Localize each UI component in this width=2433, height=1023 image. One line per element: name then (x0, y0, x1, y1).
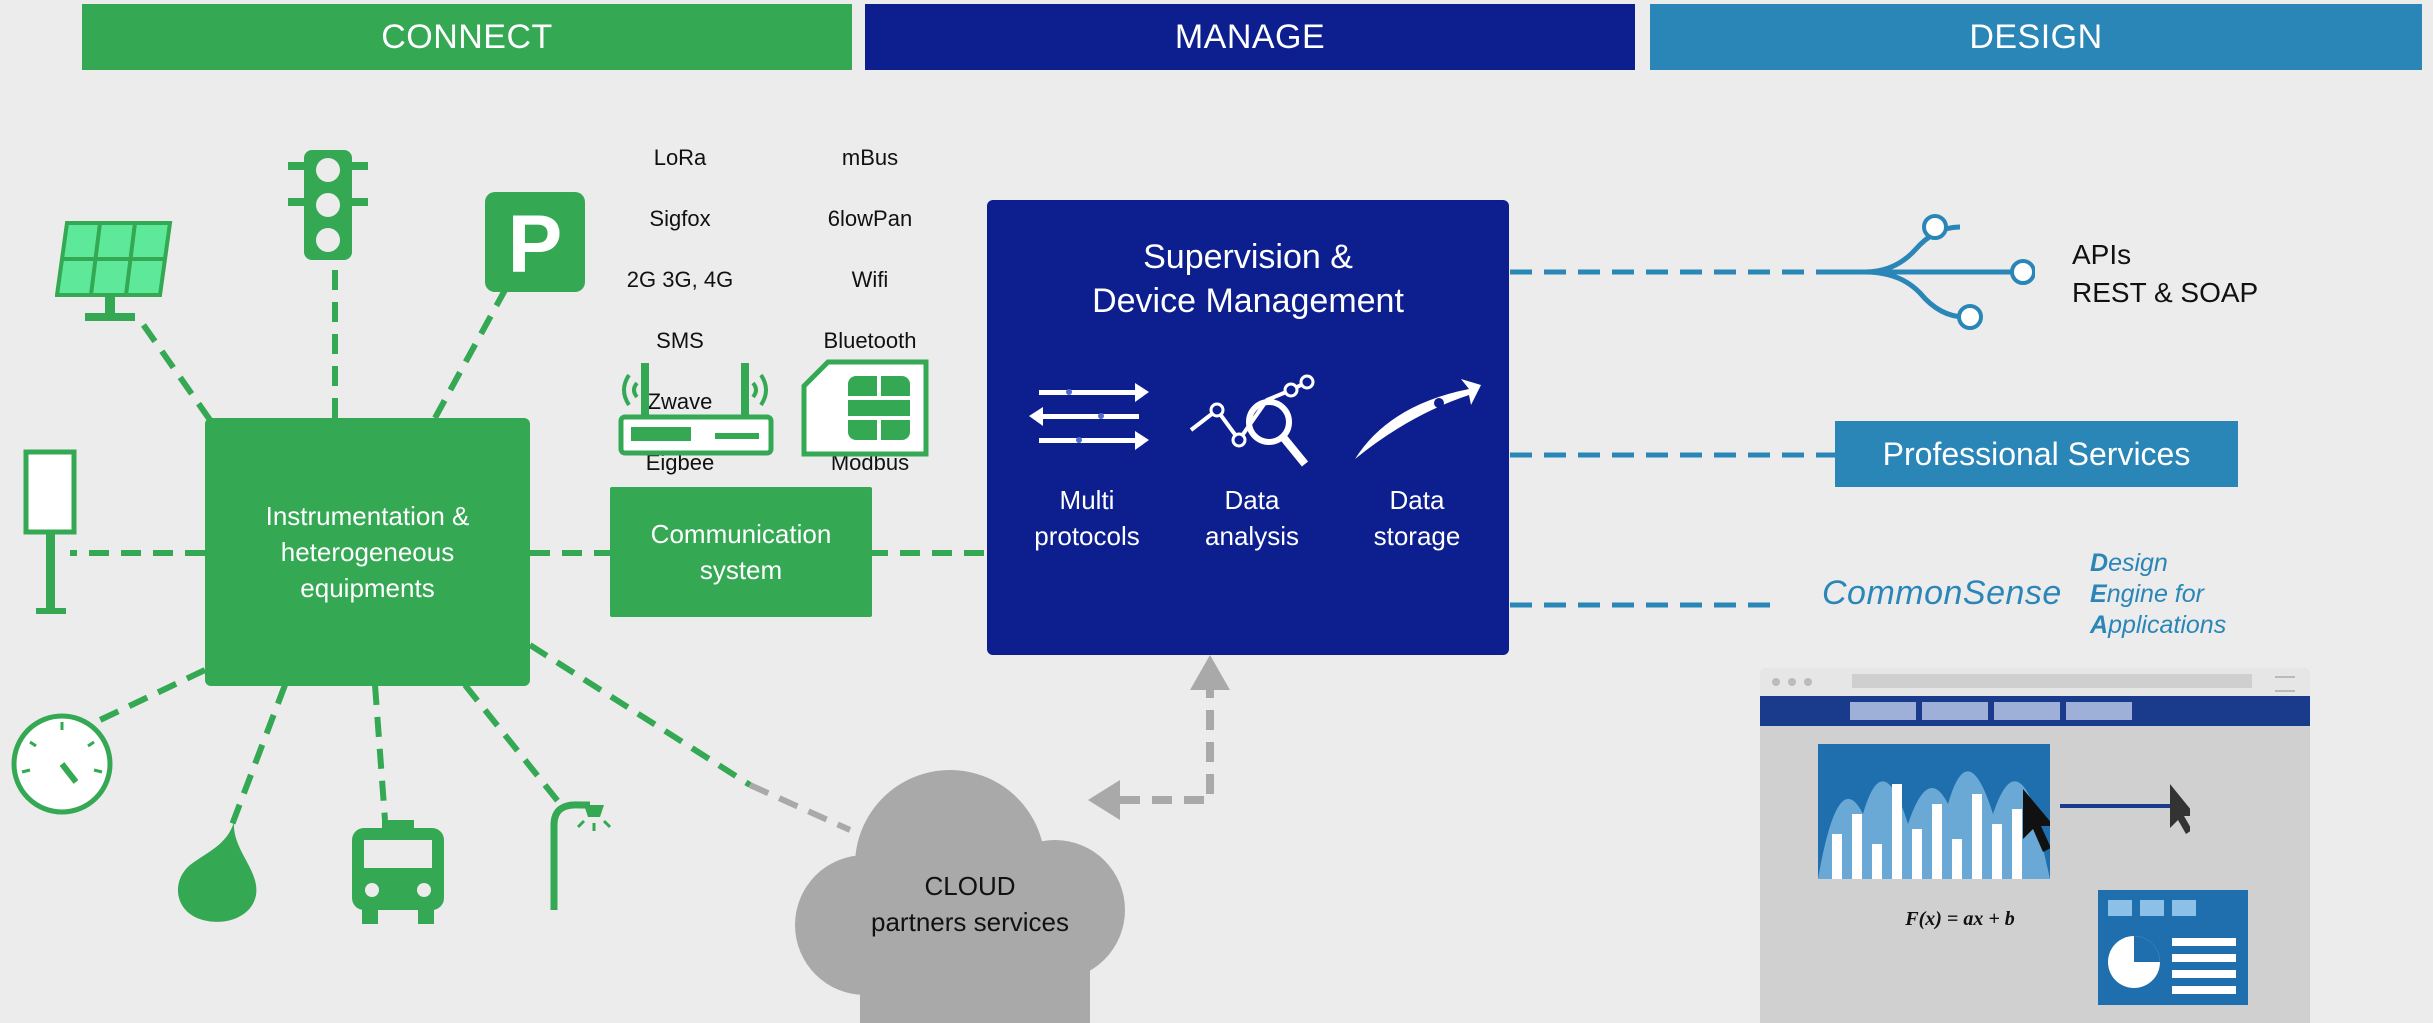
svg-text:P: P (508, 199, 563, 290)
sign-post-icon (23, 449, 77, 614)
browser-titlebar (1760, 668, 2310, 696)
protocol-item: Sigfox (649, 205, 711, 231)
menu-icon (2275, 676, 2295, 692)
commonsense-brand: CommonSense (1822, 574, 2062, 612)
tagline-initial: D (2090, 549, 2109, 577)
protocol-item: Zwave (647, 388, 713, 414)
protocol-item: mBus (841, 144, 899, 170)
magnifier-chart-icon (1189, 374, 1315, 467)
comet-icon (1355, 379, 1481, 459)
arrows-exchange-icon (1029, 383, 1149, 450)
feature-data-analysis: Data analysis (1205, 485, 1299, 551)
parking-icon: P (485, 192, 585, 292)
browser-navbar (1760, 696, 2310, 726)
commonsense-tagline: Design Engine for Applications (2090, 548, 2226, 641)
feature-data-storage: Data storage (1373, 485, 1461, 551)
browser-mockup: F(x) = ax + b (1760, 668, 2310, 1023)
address-bar (1852, 674, 2252, 688)
protocol-item: Wifi (851, 266, 889, 292)
instrumentation-box: Instrumentation & heterogeneous equipmen… (205, 418, 530, 686)
tagline-initial: E (2090, 580, 2107, 608)
header-design: DESIGN (1650, 4, 2422, 70)
street-lamp-icon (550, 801, 612, 910)
protocol-item: SMS (656, 327, 704, 353)
water-drop-icon (177, 822, 257, 922)
supervision-box: Supervision & Device Management Multi pr… (987, 200, 1509, 655)
professional-services-box: Professional Services (1835, 421, 2238, 487)
header-manage: MANAGE (865, 4, 1635, 70)
protocol-item: LoRa (653, 144, 707, 170)
formula-text: F(x) = ax + b (1905, 908, 2015, 930)
tagline-text: pplications (2108, 611, 2227, 639)
apis-subtitle: REST & SOAP (2072, 277, 2259, 308)
dashboard-icon (2098, 890, 2248, 1005)
tagline-text: ngine for (2106, 580, 2204, 608)
router-icon (618, 363, 774, 456)
cursor-arrow-icon (2060, 784, 2190, 834)
apis-title: APIs (2072, 239, 2132, 270)
traffic-light-icon (288, 150, 368, 260)
feature-multi-protocols: Multi protocols (1034, 485, 1140, 551)
apis-label: APIs REST & SOAP (2072, 236, 2258, 312)
cloud-icon (795, 770, 1125, 1023)
supervision-title: Supervision & Device Management (1092, 238, 1404, 320)
solar-panel-icon (55, 221, 173, 321)
tagline-initial: A (2090, 611, 2109, 639)
gauge-icon (11, 713, 113, 815)
bus-icon (352, 820, 444, 924)
sim-card-icon (801, 359, 929, 457)
header-connect: CONNECT (82, 4, 852, 70)
protocol-item: Bluetooth (823, 327, 917, 353)
protocol-item: 2G 3G, 4G (626, 266, 734, 292)
tagline-text: esign (2108, 549, 2168, 577)
communication-system-box: Communication system (610, 487, 872, 617)
api-branch-icon (1825, 214, 2035, 330)
protocol-item: 6lowPan (827, 205, 913, 231)
analytics-chart-icon (1818, 744, 2050, 879)
cloud-label: CLOUD partners services (871, 871, 1069, 937)
